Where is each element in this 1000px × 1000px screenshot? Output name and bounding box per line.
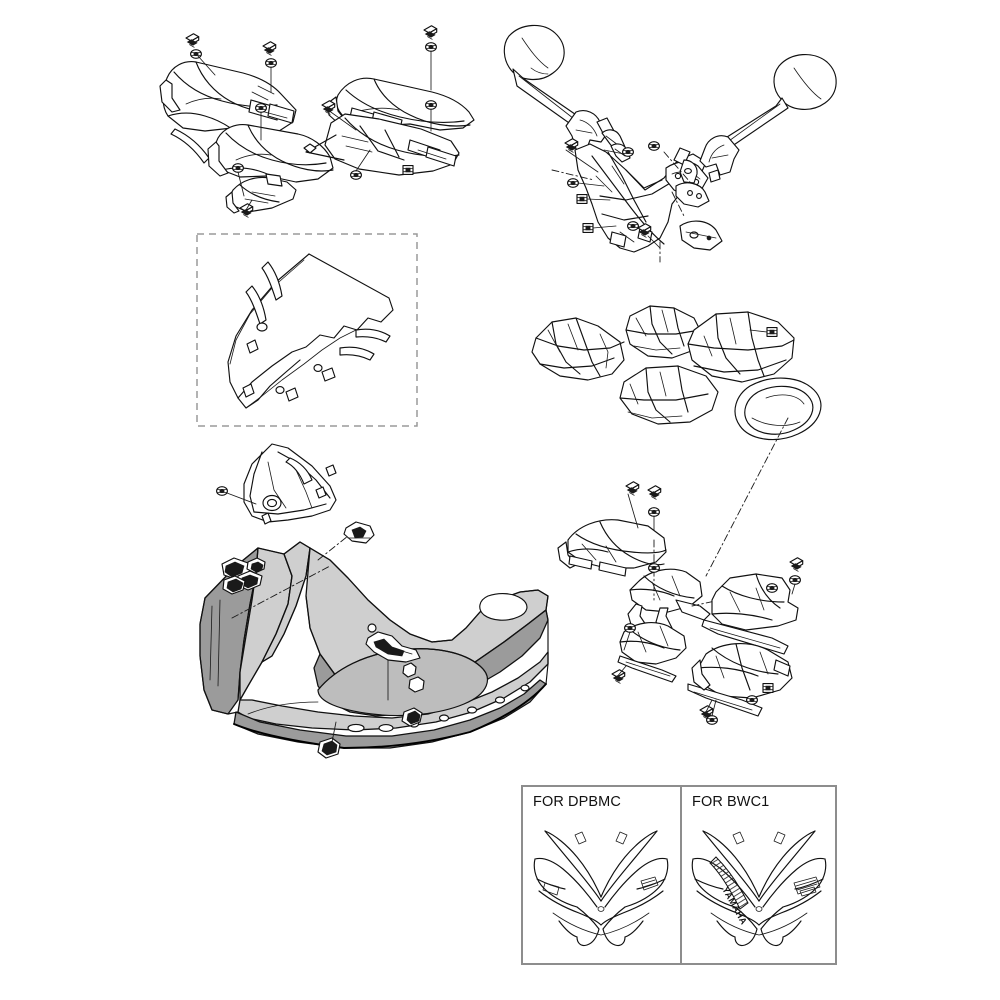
variant-legend-box: FOR DPBMC bbox=[521, 785, 837, 965]
clip-cluster bbox=[221, 557, 266, 595]
legend-divider bbox=[680, 787, 682, 963]
yamaha-stripe bbox=[709, 856, 749, 910]
legend-label-dpbmc: FOR DPBMC bbox=[533, 794, 621, 810]
group-windshield bbox=[196, 233, 418, 427]
group-lower-brackets bbox=[557, 481, 804, 725]
group-air-ducts bbox=[531, 305, 822, 577]
screw bbox=[789, 557, 804, 572]
legend-label-bwc1: FOR BWC1 bbox=[692, 794, 770, 810]
grommet bbox=[216, 486, 228, 496]
clip-nut bbox=[766, 327, 778, 337]
screw bbox=[625, 481, 640, 496]
group-upper-trim-left bbox=[159, 33, 334, 218]
screw bbox=[611, 669, 626, 684]
screw bbox=[185, 33, 200, 48]
group-mirror-assembly bbox=[503, 24, 837, 263]
group-inner-cowl-frame bbox=[216, 443, 337, 525]
windshield-option-box bbox=[196, 233, 418, 427]
screw bbox=[647, 485, 662, 500]
legend-panel-bwc1: FOR BWC1 bbox=[682, 787, 835, 963]
screw bbox=[423, 25, 438, 40]
group-main-cowling bbox=[199, 521, 549, 759]
group-upper-trim-right bbox=[303, 25, 475, 180]
cowl-graphic-dpbmc bbox=[533, 830, 669, 947]
cowl-graphic-bwc1: YAMAHA bbox=[691, 830, 827, 947]
screw bbox=[262, 41, 277, 56]
legend-panel-dpbmc: FOR DPBMC bbox=[523, 787, 680, 963]
